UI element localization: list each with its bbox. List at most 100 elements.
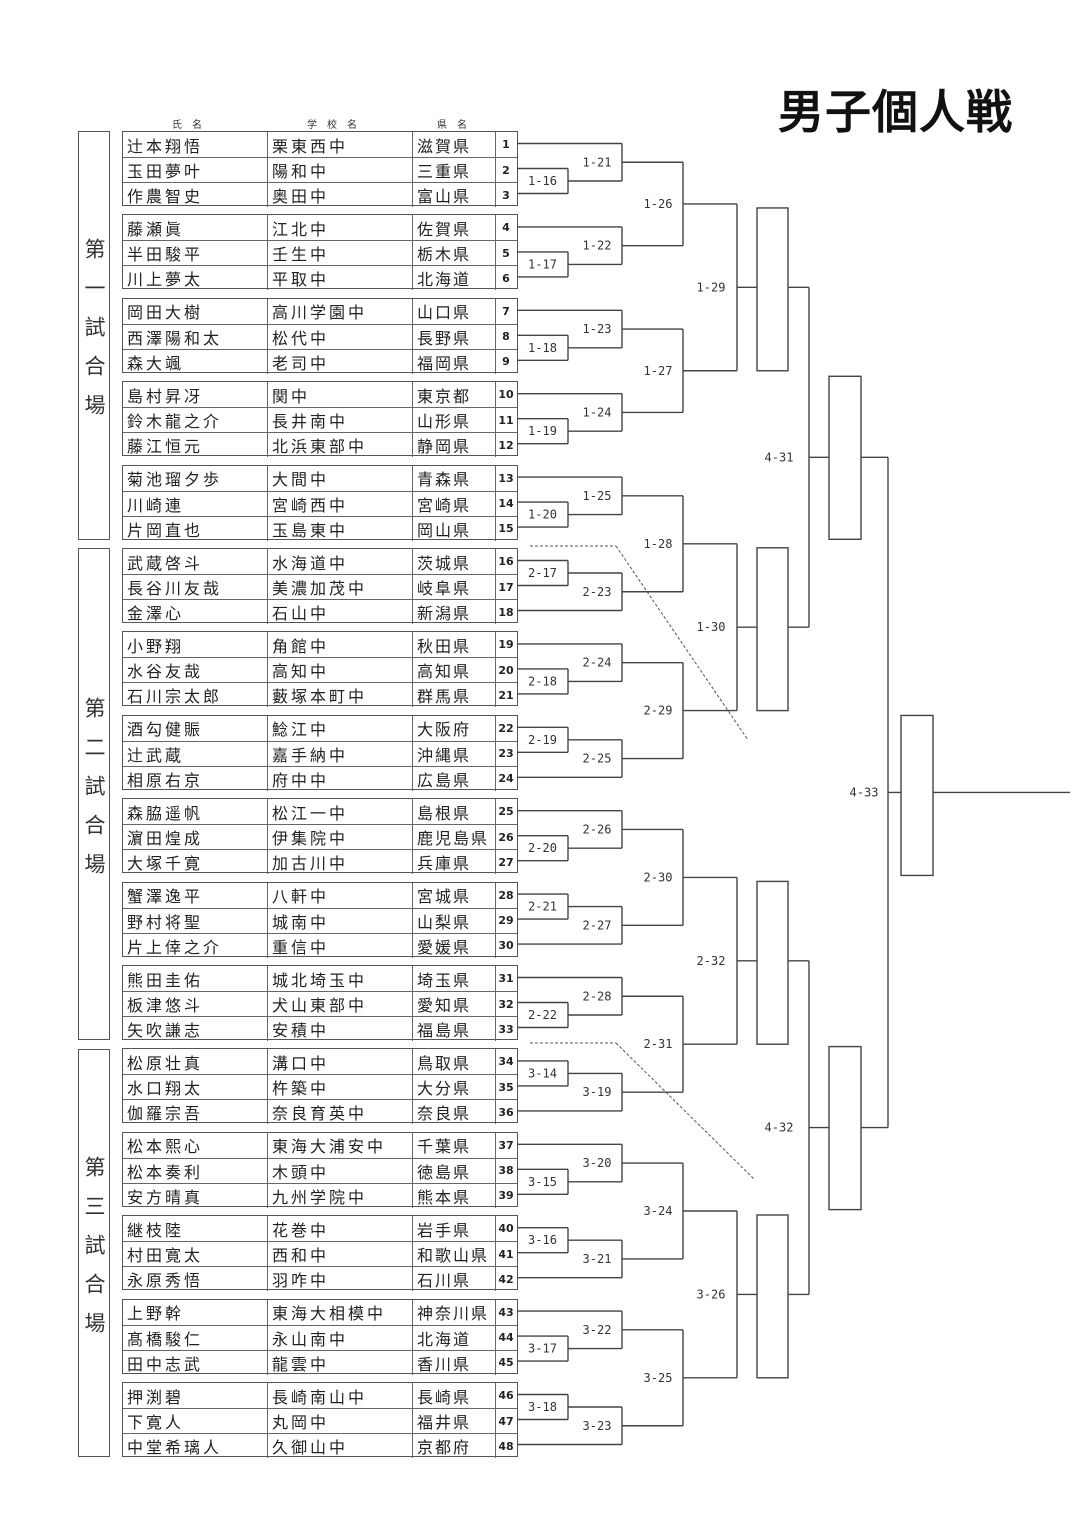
match-label: 3-19 <box>583 1085 612 1099</box>
school-name: 松代中 <box>268 324 413 349</box>
school-name: 嘉手納中 <box>268 741 413 766</box>
prefecture: 東京都 <box>413 382 496 408</box>
school-name: 東海大相模中 <box>268 1299 413 1325</box>
school-name: 伊集院中 <box>268 825 413 850</box>
prefecture: 山口県 <box>413 298 496 324</box>
prefecture: 三重県 <box>413 158 496 182</box>
draw-number: 34 <box>498 1055 514 1069</box>
match-label: 1-21 <box>583 155 612 169</box>
player-name: 島村昇冴 <box>123 382 268 408</box>
school-name: 龍雲中 <box>268 1350 413 1375</box>
draw-number: 6 <box>502 271 510 285</box>
match-label: 3-25 <box>644 1371 673 1385</box>
school-name: 長崎南山中 <box>268 1383 413 1408</box>
prefecture: 群馬県 <box>413 683 496 708</box>
school-name: 陽和中 <box>268 158 413 182</box>
draw-number: 8 <box>502 330 510 344</box>
player-name: 矢吹謙志 <box>123 1017 268 1041</box>
draw-number: 9 <box>502 355 510 369</box>
prefecture: 長野県 <box>413 324 496 349</box>
prefecture: 佐賀県 <box>413 215 496 241</box>
draw-number: 30 <box>498 939 514 953</box>
result-box <box>828 375 862 540</box>
school-name: 宮崎西中 <box>268 491 413 516</box>
match-label: 3-23 <box>583 1419 612 1433</box>
prefecture: 岡山県 <box>413 516 496 541</box>
column-header-school: 学校名 <box>307 120 367 131</box>
school-name: 木頭中 <box>268 1158 413 1183</box>
match-label: 3-20 <box>583 1156 612 1170</box>
prefecture: 山梨県 <box>413 908 496 933</box>
player-name: 小野翔 <box>123 632 268 658</box>
player-name: 蟹澤逸平 <box>123 882 268 908</box>
school-name: 栗東西中 <box>268 132 413 157</box>
match-label: 1-19 <box>528 424 557 438</box>
prefecture: 埼玉県 <box>413 966 496 991</box>
prefecture: 神奈川県 <box>413 1299 496 1325</box>
draw-number: 7 <box>502 304 510 318</box>
draw-number: 11 <box>498 413 514 427</box>
match-label: 2-23 <box>583 585 612 599</box>
player-name: 松本奏利 <box>123 1158 268 1183</box>
draw-number: 1 <box>502 138 510 151</box>
school-name: 加古川中 <box>268 850 413 875</box>
player-name: 野村将聖 <box>123 908 268 933</box>
school-name: 長井南中 <box>268 408 413 433</box>
match-label: 2-24 <box>583 656 612 670</box>
prefecture: 新潟県 <box>413 600 496 624</box>
prefecture: 岐阜県 <box>413 575 496 599</box>
match-label: 2-25 <box>583 752 612 766</box>
school-name: 府中中 <box>268 766 413 791</box>
prefecture: 山形県 <box>413 408 496 433</box>
match-label: 3-22 <box>583 1323 612 1337</box>
draw-number: 38 <box>498 1164 514 1178</box>
match-label: 3-16 <box>528 1233 557 1247</box>
venue-label: 第二試合場 <box>82 696 106 892</box>
prefecture: 京都府 <box>413 1434 496 1458</box>
player-name: 半田駿平 <box>123 241 268 266</box>
result-box <box>756 1214 789 1379</box>
player-name: 辻武蔵 <box>123 741 268 766</box>
school-name: 安積中 <box>268 1017 413 1041</box>
school-name: 九州学院中 <box>268 1183 413 1208</box>
column-header-name: 氏名 <box>172 120 212 131</box>
draw-number: 22 <box>498 721 514 735</box>
match-label: 3-14 <box>528 1066 557 1080</box>
draw-number: 43 <box>498 1305 514 1319</box>
prefecture: 岩手県 <box>413 1216 496 1242</box>
draw-number: 5 <box>502 246 510 260</box>
prefecture: 高知県 <box>413 658 496 683</box>
match-label: 3-17 <box>528 1342 557 1356</box>
venue-box: 第二試合場 <box>78 548 110 1040</box>
prefecture: 秋田県 <box>413 632 496 658</box>
match-label: 2-21 <box>528 900 557 914</box>
match-label: 1-17 <box>528 257 557 271</box>
match-label: 2-31 <box>644 1037 673 1051</box>
player-name: 水谷友哉 <box>123 658 268 683</box>
player-name: 下寛人 <box>123 1409 268 1433</box>
school-name: 藪塚本町中 <box>268 683 413 708</box>
